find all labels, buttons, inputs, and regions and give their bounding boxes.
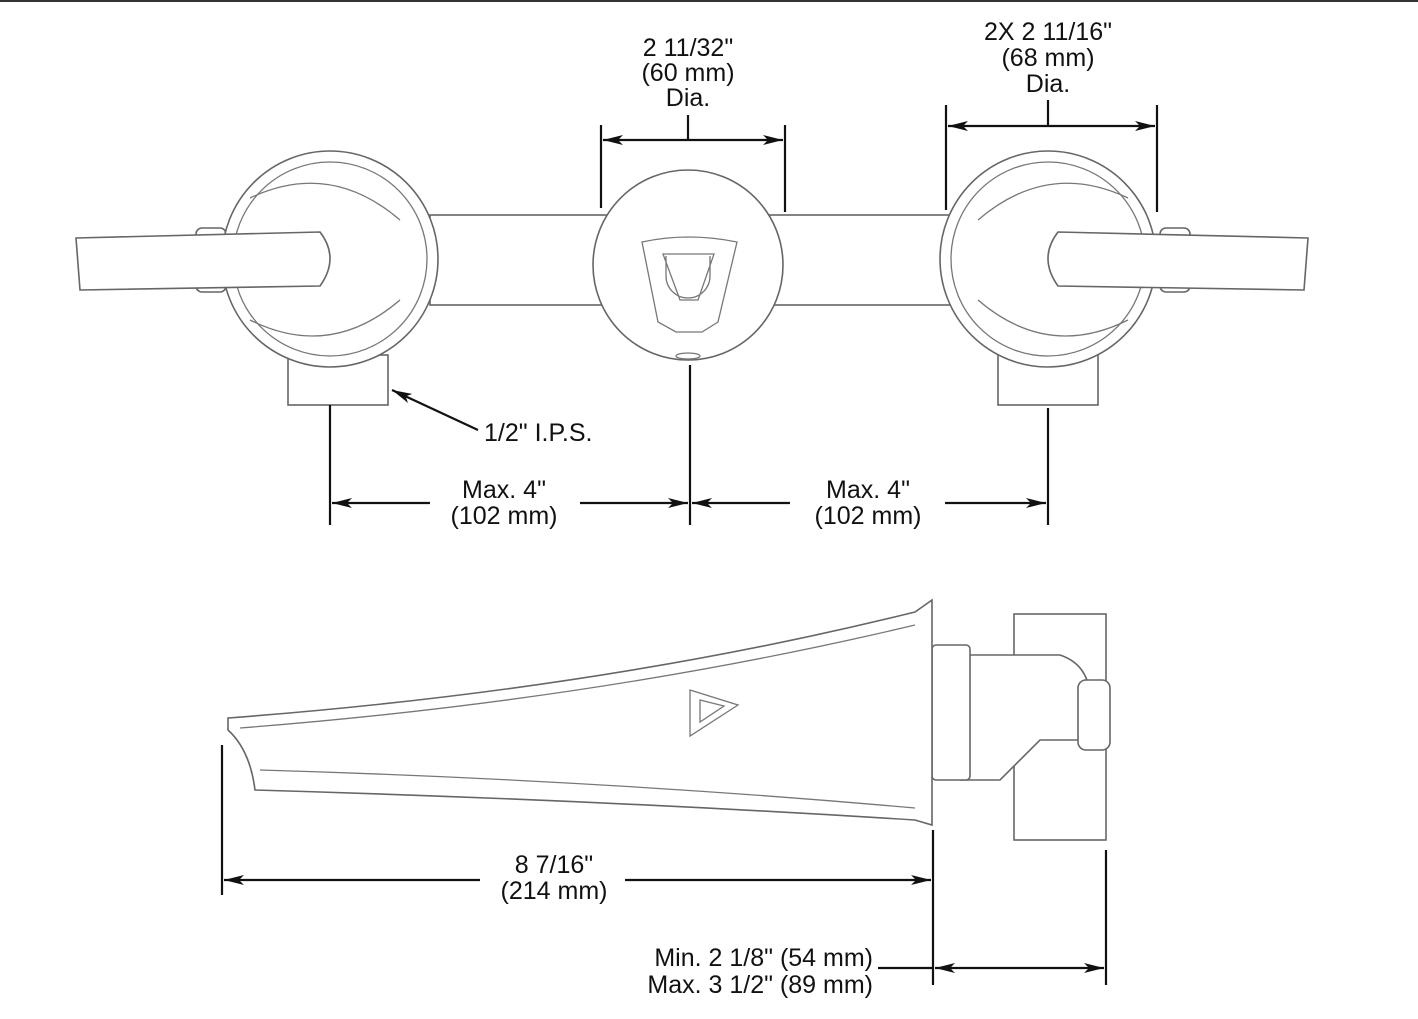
handle-dia-mm: (68 mm) [1001, 44, 1094, 72]
spout-reach-inch: 8 7/16" [515, 851, 593, 879]
left-spacing-inch: Max. 4" [462, 476, 546, 504]
spout-outlet [641, 236, 738, 333]
wall-depth-min: Min. 2 1/8" (54 mm) [654, 944, 873, 972]
spout-reach-dimension: 8 7/16" (214 mm) [220, 745, 935, 985]
faucet-side-view [227, 598, 1111, 841]
handle-diameter-dimension: 2X 2 11/16" (68 mm) Dia. [944, 18, 1159, 212]
left-lever-handle [75, 231, 331, 291]
inlet-label: 1/2" I.P.S. [484, 419, 592, 447]
handle-dia-suffix: Dia. [1026, 70, 1070, 98]
right-spacing-inch: Max. 4" [826, 476, 910, 504]
spacing-dimensions: Max. 4" (102 mm) Max. 4" (102 mm) [328, 365, 1050, 530]
top-border [0, 0, 1418, 2]
left-spacing-mm: (102 mm) [451, 502, 558, 530]
inlet-callout: 1/2" I.P.S. [391, 389, 592, 447]
faucet-top-view [75, 150, 1309, 406]
spout-dia-suffix: Dia. [666, 84, 710, 112]
spout-reach-mm: (214 mm) [501, 877, 608, 905]
spout-diameter-dimension: 2 11/32" (60 mm) Dia. [599, 34, 787, 212]
spout-dia-inch: 2 11/32" [643, 34, 733, 62]
right-lever-handle [1047, 231, 1309, 291]
spout-dia-mm: (60 mm) [641, 59, 734, 87]
valve-elbow [959, 654, 1091, 781]
wall-depth-max: Max. 3 1/2" (89 mm) [647, 971, 873, 999]
valve-cap [1077, 679, 1111, 751]
spout-mount-collar [931, 644, 971, 781]
handle-dia-inch: 2X 2 11/16" [984, 18, 1112, 46]
spout-escutcheon [592, 169, 784, 361]
wall-depth-dimension: Min. 2 1/8" (54 mm) Max. 3 1/2" (89 mm) [647, 850, 1108, 999]
right-spacing-mm: (102 mm) [815, 502, 922, 530]
spout-body [227, 598, 933, 827]
